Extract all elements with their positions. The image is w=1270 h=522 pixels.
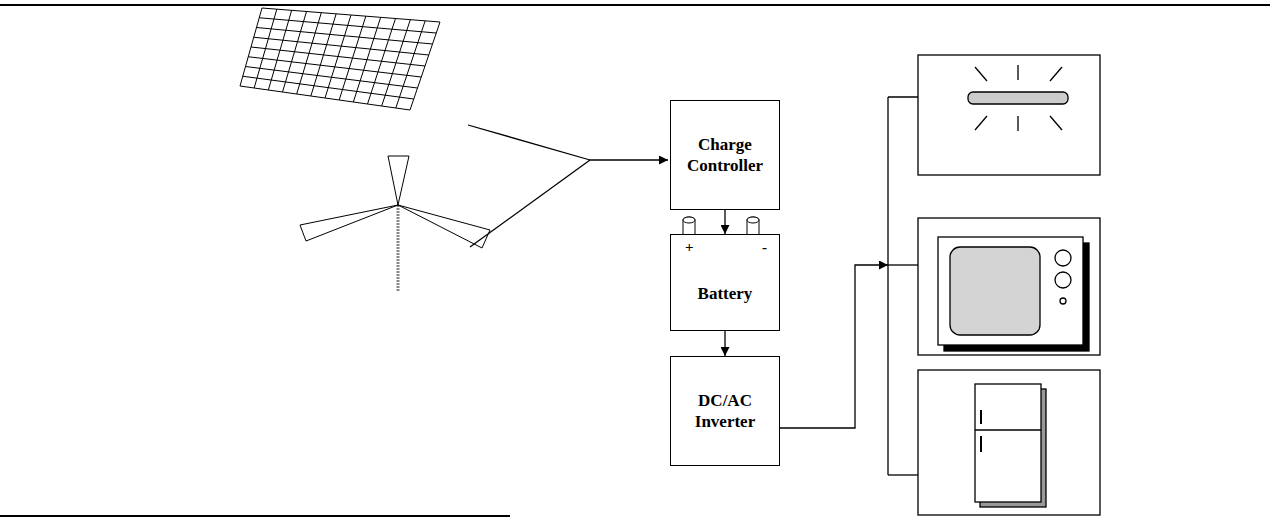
system-box: Charge Controller (670, 100, 780, 210)
box-label: DC/AC Inverter (678, 390, 772, 432)
fridge-load (918, 370, 1100, 515)
bottom-rule (0, 515, 510, 517)
wind-turbine (300, 156, 490, 292)
box-label: Battery (698, 283, 753, 304)
solar-panel (240, 8, 440, 110)
top-rule (0, 4, 1270, 6)
system-box: DC/AC Inverter (670, 356, 780, 466)
solar-wire (468, 125, 590, 160)
system-box: + - Battery (670, 234, 780, 331)
flow-arrow (724, 210, 725, 234)
terminal-mark: + (685, 239, 694, 255)
wind-wire (470, 160, 590, 247)
box-label: Charge Controller (678, 134, 772, 176)
tv-load (918, 218, 1100, 355)
source-arrow (590, 159, 668, 160)
terminal-mark: - (762, 239, 767, 255)
flow-arrow (724, 331, 725, 356)
battery-terminals (683, 217, 759, 234)
lamp-load (918, 55, 1100, 175)
